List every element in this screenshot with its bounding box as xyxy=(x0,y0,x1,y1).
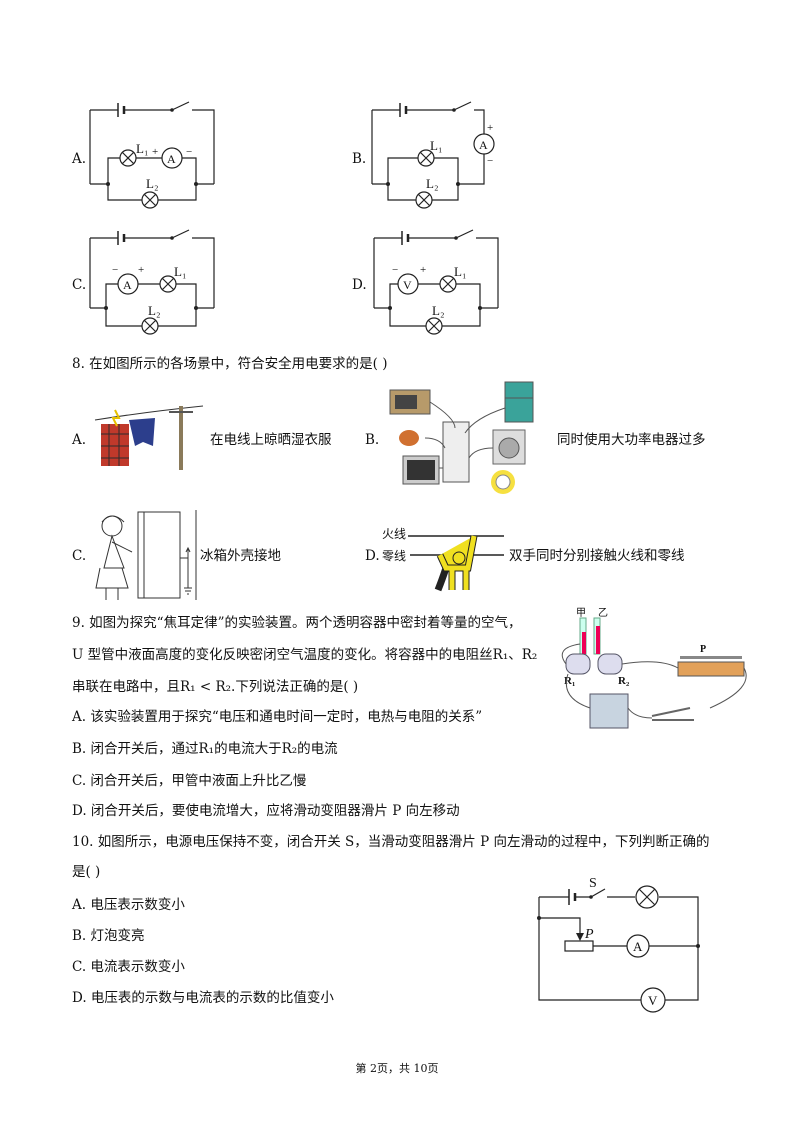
q9-question-line3: 串联在电路中，且R₁ < R₂.下列说法正确的是( ) xyxy=(72,679,359,695)
voltmeter-icon xyxy=(397,273,419,295)
svg-text:L₁: L₁ xyxy=(136,141,148,156)
svg-text:L₂: L₂ xyxy=(146,176,158,191)
page-footer: 第 2页，共 10页 xyxy=(355,1062,439,1075)
svg-text:L₂: L₂ xyxy=(148,303,160,318)
q9-option-b: B. 闭合开关后，通过R₁的电流大于R₂的电流 xyxy=(72,741,338,757)
svg-text:L₁: L₁ xyxy=(454,264,466,279)
bulb-l1-icon xyxy=(159,275,177,293)
q10-option-b: B. 灯泡变亮 xyxy=(72,928,145,944)
svg-text:A: A xyxy=(479,138,488,152)
ammeter-icon xyxy=(626,934,650,958)
bulb-l1-icon xyxy=(417,149,435,167)
q7-option-c-letter: C. xyxy=(72,277,87,293)
q8-image-hands-on-wires: 火线 零线 xyxy=(382,527,504,592)
q7-circuit-b: A + − L₁ L₂ xyxy=(371,101,495,209)
q9-question-line2: U 型管中液面高度的变化反映密闭空气温度的变化。将容器中的电阻丝R₁、R₂ xyxy=(72,647,538,663)
svg-text:R₁: R₁ xyxy=(564,675,575,687)
q8-image-overloaded-socket xyxy=(389,381,534,494)
bulb-l1-icon xyxy=(119,149,137,167)
q10-circuit: S P A V xyxy=(537,876,700,1013)
svg-text:−: − xyxy=(112,264,118,276)
q9-option-c: C. 闭合开关后，甲管中液面上升比乙慢 xyxy=(72,773,307,789)
ammeter-icon xyxy=(117,273,139,295)
svg-text:甲: 甲 xyxy=(576,608,586,619)
bulb-l2-icon xyxy=(141,191,159,209)
q7-circuit-a: A L₁ + − L₂ xyxy=(89,101,215,209)
q8-option-d-letter: D. xyxy=(365,548,380,564)
svg-text:零线: 零线 xyxy=(382,549,406,563)
svg-text:V: V xyxy=(403,278,412,292)
q8-option-a-letter: A. xyxy=(72,432,87,448)
q9-option-a: A. 该实验装置用于探究“电压和通电时间一定时，电热与电阻的关系” xyxy=(72,709,483,725)
svg-text:乙: 乙 xyxy=(598,607,608,619)
svg-text:+: + xyxy=(152,146,158,158)
svg-text:A: A xyxy=(123,278,132,292)
svg-text:−: − xyxy=(186,146,192,158)
q7-circuit-c: A − + L₁ L₂ xyxy=(89,229,215,335)
q9-question-line1: 9. 如图为探究“焦耳定律”的实验装置。两个透明容器中密封着等量的空气， xyxy=(72,615,522,631)
q8-option-c-letter: C. xyxy=(72,548,87,564)
svg-text:+: + xyxy=(420,264,426,276)
voltmeter-icon xyxy=(640,987,666,1013)
svg-text:L₂: L₂ xyxy=(432,303,444,318)
svg-text:P: P xyxy=(700,644,706,655)
svg-text:L₁: L₁ xyxy=(430,138,442,153)
bulb-l2-icon xyxy=(415,191,433,209)
bulb-icon xyxy=(635,885,659,909)
q8-option-b-letter: B. xyxy=(365,432,380,448)
q7-circuit-d: V − + L₁ L₂ xyxy=(373,229,499,335)
svg-text:L₂: L₂ xyxy=(426,176,438,191)
svg-text:+: + xyxy=(138,264,144,276)
bulb-l1-icon xyxy=(439,275,457,293)
q7-option-a-letter: A. xyxy=(72,151,87,167)
bulb-l2-icon xyxy=(425,317,443,335)
svg-text:A: A xyxy=(633,939,643,954)
q10-option-d: D. 电压表的示数与电流表的示数的比值变小 xyxy=(72,990,334,1006)
q10-option-a: A. 电压表示数变小 xyxy=(72,897,185,913)
q10-question-line2: 是( ) xyxy=(72,864,101,880)
svg-text:S: S xyxy=(589,876,597,891)
svg-text:V: V xyxy=(648,993,658,1008)
q8-image-clothes-on-wire xyxy=(94,405,204,470)
q8-image-fridge-grounded xyxy=(95,510,197,600)
svg-text:火线: 火线 xyxy=(382,527,406,541)
q10-question-line1: 10. 如图所示，电源电压保持不变，闭合开关 S，当滑动变阻器滑片 P 向左滑动… xyxy=(72,834,710,850)
svg-text:A: A xyxy=(167,152,176,166)
svg-text:−: − xyxy=(392,264,398,276)
rheostat-icon xyxy=(564,940,594,952)
ammeter-icon xyxy=(161,147,183,169)
q9-joule-law-apparatus: 甲 乙 R₁ R₂ P xyxy=(561,607,747,729)
q8-option-a-text: 在电线上晾晒湿衣服 xyxy=(210,432,332,448)
q10-option-c: C. 电流表示数变小 xyxy=(72,959,185,975)
svg-text:L₁: L₁ xyxy=(174,264,186,279)
q7-option-d-letter: D. xyxy=(352,277,367,293)
q8-question: 8. 在如图所示的各场景中，符合安全用电要求的是( ) xyxy=(72,356,388,372)
q8-option-c-text: 冰箱外壳接地 xyxy=(200,548,281,564)
q9-option-d: D. 闭合开关后，要使电流增大，应将滑动变阻器滑片 P 向左移动 xyxy=(72,803,460,819)
q8-option-d-text: 双手同时分别接触火线和零线 xyxy=(509,548,685,564)
q7-option-b-letter: B. xyxy=(352,151,367,167)
svg-text:−: − xyxy=(487,155,493,167)
bulb-l2-icon xyxy=(141,317,159,335)
ammeter-icon xyxy=(473,133,495,155)
svg-text:P: P xyxy=(584,927,594,942)
svg-text:R₂: R₂ xyxy=(618,675,630,687)
q8-option-b-text: 同时使用大功率电器过多 xyxy=(557,432,706,448)
svg-text:+: + xyxy=(487,122,493,134)
